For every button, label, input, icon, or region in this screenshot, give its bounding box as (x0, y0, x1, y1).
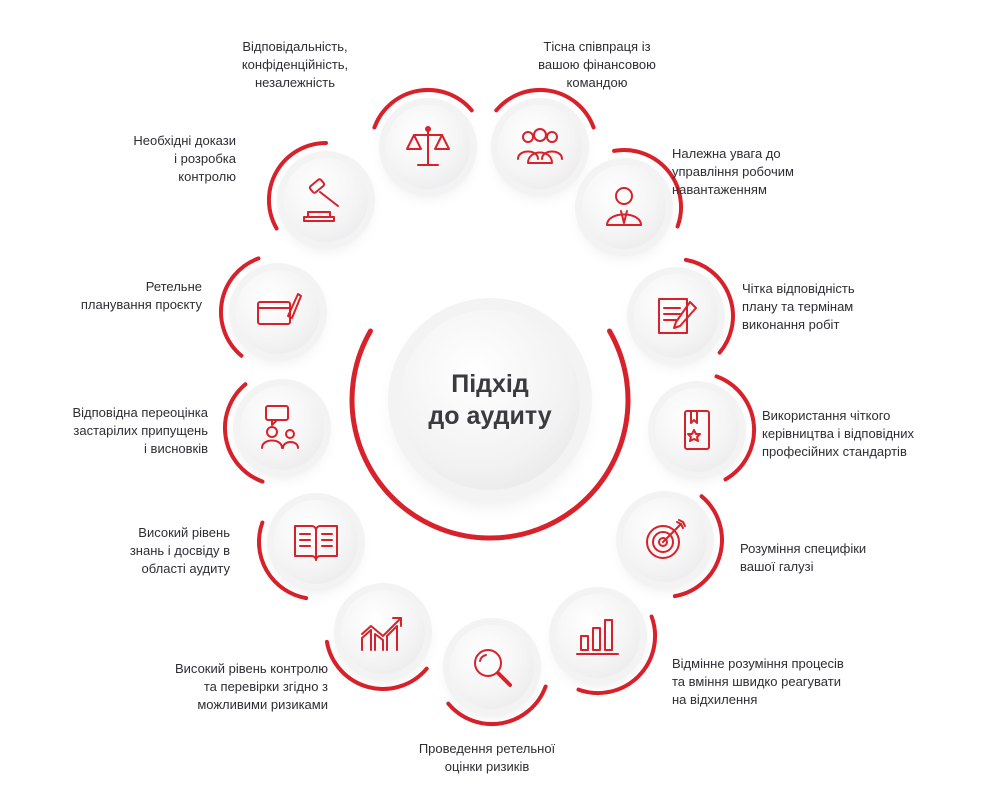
gavel-icon (303, 178, 339, 222)
label-workload: Належна увага до управління робочим нава… (672, 146, 794, 197)
label-risk-control: Високий рівень контролю та перевірки згі… (174, 661, 328, 712)
label-independence: Відповідальність, конфіденційність, неза… (241, 39, 349, 90)
discussion-icon (261, 405, 299, 449)
node-workload (582, 165, 666, 249)
label-schedule: Чітка відповідність плану та термінам ви… (742, 281, 855, 332)
node-risk-control (341, 590, 425, 674)
label-standards: Використання чіткого керівництва і відпо… (762, 408, 915, 459)
growth-chart-icon (361, 617, 402, 651)
label-industry: Розуміння специфіки вашої галузі (740, 541, 867, 574)
node-planning (236, 270, 320, 354)
scales-icon (406, 126, 450, 166)
center-hub: Підхід до аудиту (400, 310, 580, 490)
node-standards (655, 388, 739, 472)
node-reassessment (240, 386, 324, 470)
planning-icon (257, 293, 302, 325)
open-book-icon (294, 525, 338, 561)
team-icon (517, 128, 563, 164)
label-reassessment: Відповідна переоцінка застарілих припуще… (72, 405, 209, 456)
handbook-icon (684, 410, 710, 450)
label-expertise: Високий рівень знань і досвіду в області… (129, 525, 230, 576)
target-icon (646, 519, 686, 559)
manager-icon (606, 187, 642, 226)
label-evidence: Необхідні докази і розробка контролю (133, 133, 236, 184)
label-collaboration: Тісна співпраця із вашою фінансовою кома… (538, 39, 656, 90)
node-expertise (274, 500, 358, 584)
label-processes: Відмінне розуміння процесів та вміння шв… (672, 656, 844, 707)
node-schedule (634, 274, 718, 358)
bar-chart-icon (576, 619, 619, 655)
node-independence (386, 105, 470, 189)
node-risk-assessment (450, 625, 534, 709)
node-evidence (284, 158, 368, 242)
node-industry (623, 498, 707, 582)
label-risk-assessment: Проведення ретельної оцінки ризиків (418, 741, 556, 774)
node-collaboration (498, 105, 582, 189)
node-processes (556, 594, 640, 678)
document-pen-icon (658, 298, 697, 334)
center-title: Підхід до аудиту (428, 370, 552, 430)
magnifier-icon (474, 649, 512, 687)
label-planning: Ретельне планування проєкту (80, 279, 202, 312)
